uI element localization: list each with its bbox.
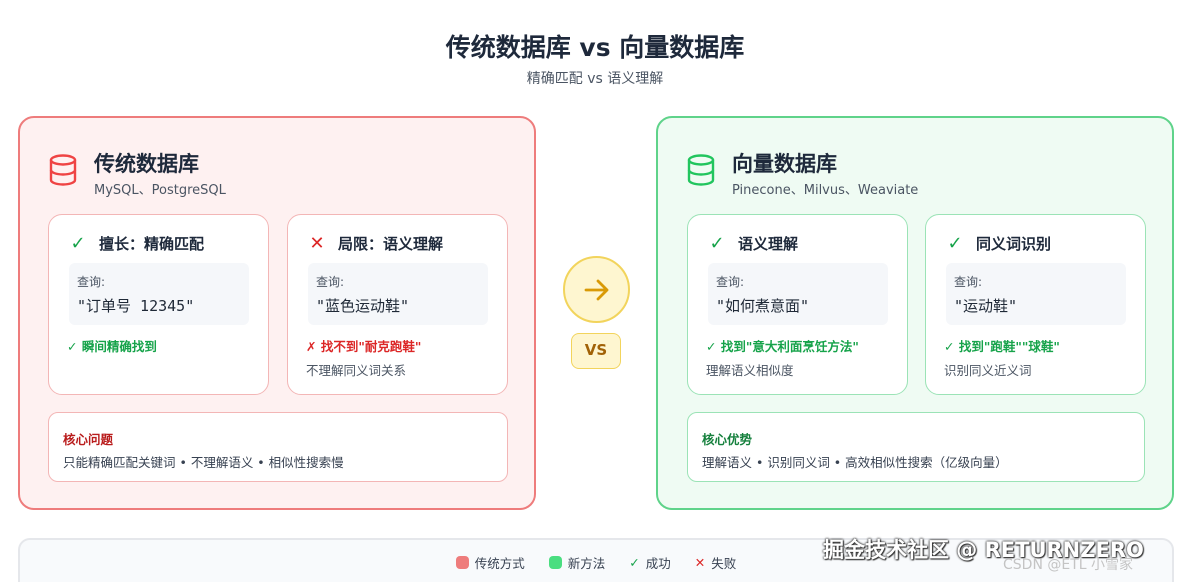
traditional-db-examples: MySQL、PostgreSQL (94, 183, 226, 198)
cross-icon: ✕ (694, 555, 706, 570)
database-icon (687, 154, 715, 186)
legend: 传统方式 新方法 ✓ 成功 ✕ 失败 (18, 538, 1174, 582)
cross-icon: ✕ (309, 233, 325, 254)
query-box: 查询: "蓝色运动鞋" (308, 263, 488, 325)
core-problem-title: 核心问题 (63, 432, 114, 447)
legend-label: 成功 (645, 556, 671, 571)
core-advantage-box: 核心优势 理解语义 • 识别同义词 • 高效相似性搜索（亿级向量） (687, 412, 1145, 482)
query-label: 查询: (716, 275, 745, 289)
query-text: "运动鞋" (954, 297, 1018, 315)
core-problem-box: 核心问题 只能精确匹配关键词 • 不理解语义 • 相似性搜索慢 (48, 412, 508, 482)
result-text: ✓ 找到"意大利面烹饪方法" (706, 339, 859, 354)
traditional-db-panel: 传统数据库 MySQL、PostgreSQL ✓ 擅长：精确匹配 查询: "订单… (18, 116, 536, 510)
query-box: 查询: "如何煮意面" (708, 263, 888, 325)
legend-label: 传统方式 (474, 556, 525, 571)
vs-badge: VS (571, 333, 621, 369)
legend-item-traditional: 传统方式 (455, 553, 525, 572)
synonym-card: ✓ 同义词识别 查询: "运动鞋" ✓ 找到"跑鞋""球鞋" 识别同义近义词 (925, 214, 1146, 395)
card-title: 同义词识别 (976, 235, 1052, 253)
check-icon: ✓ (709, 233, 725, 254)
query-text: "蓝色运动鞋" (316, 297, 410, 315)
swatch-red (455, 556, 469, 569)
query-box: 查询: "订单号 12345" (69, 263, 249, 325)
query-box: 查询: "运动鞋" (946, 263, 1126, 325)
legend-item-new: 新方法 (548, 553, 606, 572)
limitation-card: ✕ 局限：语义理解 查询: "蓝色运动鞋" ✗ 找不到"耐克跑鞋" 不理解同义词… (287, 214, 508, 395)
core-problem-text: 只能精确匹配关键词 • 不理解语义 • 相似性搜索慢 (63, 455, 344, 470)
legend-item-success: ✓ 成功 (629, 553, 671, 572)
page-subtitle: 精确匹配 vs 语义理解 (526, 71, 664, 87)
card-title: 语义理解 (738, 235, 799, 253)
traditional-db-title: 传统数据库 (94, 152, 199, 176)
semantic-card: ✓ 语义理解 查询: "如何煮意面" ✓ 找到"意大利面烹饪方法" 理解语义相似… (687, 214, 908, 395)
card-title: 擅长：精确匹配 (99, 235, 205, 253)
card-title: 局限：语义理解 (338, 235, 444, 253)
check-icon: ✓ (947, 233, 963, 254)
arrow-right-icon (584, 279, 609, 301)
vector-db-title: 向量数据库 (732, 152, 837, 176)
check-icon: ✓ (70, 233, 86, 254)
query-label: 查询: (316, 275, 345, 289)
swatch-green (548, 556, 562, 569)
legend-label: 新方法 (567, 556, 606, 571)
vector-db-examples: Pinecone、Milvus、Weaviate (732, 183, 919, 198)
note-text: 识别同义近义词 (944, 363, 1032, 378)
query-label: 查询: (77, 275, 106, 289)
result-text: ✓ 瞬间精确找到 (67, 339, 157, 354)
legend-label: 失败 (711, 556, 737, 571)
database-icon (49, 154, 77, 186)
check-icon: ✓ (629, 555, 640, 570)
result-text: ✓ 找到"跑鞋""球鞋" (944, 339, 1060, 354)
watermark-csdn: CSDN @ETL 小雪家 (1003, 557, 1134, 573)
query-label: 查询: (954, 275, 983, 289)
core-advantage-title: 核心优势 (702, 432, 753, 447)
note-text: 理解语义相似度 (706, 363, 794, 378)
strength-card: ✓ 擅长：精确匹配 查询: "订单号 12345" ✓ 瞬间精确找到 (48, 214, 269, 395)
query-text: "订单号 12345" (77, 297, 195, 315)
note-text: 不理解同义词关系 (306, 363, 407, 378)
core-advantage-text: 理解语义 • 识别同义词 • 高效相似性搜索（亿级向量） (702, 455, 1008, 470)
watermark: 掘金技术社区 @ RETURNZERO (823, 538, 1144, 562)
page-title: 传统数据库 vs 向量数据库 (445, 33, 745, 62)
result-text: ✗ 找不到"耐克跑鞋" (306, 339, 422, 354)
vector-db-panel: 向量数据库 Pinecone、Milvus、Weaviate ✓ 语义理解 查询… (656, 116, 1174, 510)
legend-item-failure: ✕ 失败 (695, 553, 737, 572)
arrow-circle (563, 256, 630, 323)
query-text: "如何煮意面" (716, 297, 810, 315)
